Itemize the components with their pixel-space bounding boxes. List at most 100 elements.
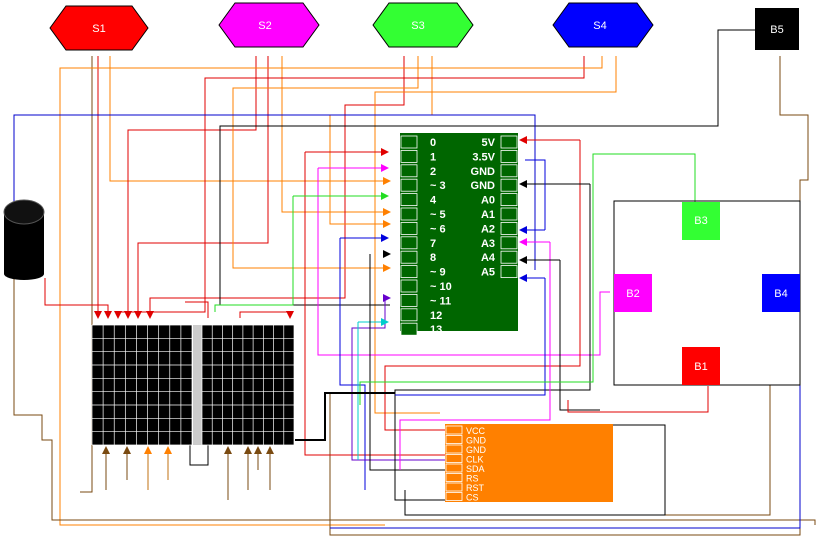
button-b1-label: B1 <box>694 361 707 373</box>
led-matrix-right-body <box>202 325 294 445</box>
button-b2: B2 <box>614 274 652 312</box>
arduino-pin-13-label: 13 <box>430 324 442 336</box>
arduino-pin-0-socket <box>400 135 418 149</box>
arduino-pin-0-label: 0 <box>430 137 436 149</box>
wires <box>13 29 816 536</box>
arduino-pin-7-label: 7 <box>430 238 436 250</box>
button-b2-label: B2 <box>626 288 639 300</box>
arduino-pin-4-socket <box>400 193 418 207</box>
arduino-pin-8-socket <box>400 250 418 264</box>
arduino-rpin-6-label: A2 <box>481 223 495 235</box>
arduino-pin-11-label: ~ 11 <box>430 295 451 307</box>
arduino-pin-2-label: 2 <box>430 166 436 178</box>
arduino-pin-2-socket <box>400 164 418 178</box>
sensor-s3: S3 <box>372 2 474 48</box>
lcd-pin-5-label: RS <box>466 474 479 484</box>
led-matrix-right <box>201 324 295 446</box>
button-b3-box <box>682 202 720 240</box>
arduino-pin-3-label: ~ 3 <box>430 180 446 192</box>
arduino-rpin-3-label: GND <box>471 180 496 192</box>
arduino-body <box>400 133 518 331</box>
led-matrix-left-body <box>92 325 192 445</box>
button-b1: B1 <box>682 347 720 385</box>
sensor-s4-label: S4 <box>593 20 606 32</box>
arduino-rpin-7-label: A3 <box>481 238 495 250</box>
arduino-pin-1-socket <box>400 149 418 163</box>
arduino-pin-11-socket <box>400 293 418 307</box>
lcd-pin-0-label: VCC <box>466 426 486 436</box>
led-matrix-right-grid <box>201 324 295 446</box>
arduino-rpin-2-label: GND <box>471 166 496 178</box>
lcd-pin-3-label: CLK <box>466 455 484 465</box>
arduino-rpin-1-socket <box>500 149 518 163</box>
button-b1-box <box>682 347 720 385</box>
arduino-rpin-8-socket <box>500 250 518 264</box>
lcd-pin-3-socket <box>445 454 463 463</box>
lcd-pin-5-socket <box>445 473 463 482</box>
sensor-s3-label: S3 <box>411 20 424 32</box>
lcd-pin-6-label: RST <box>466 483 485 493</box>
button-box: B3 B2 B4 B1 <box>613 200 801 386</box>
arduino-pin-6-label: ~ 6 <box>430 223 446 235</box>
arduino-rpin-5-socket <box>500 207 518 221</box>
battery-cylinder <box>3 199 45 280</box>
button-b5-box <box>755 8 799 50</box>
lcd-pin-1-socket <box>445 435 463 444</box>
arduino-pin-9-label: ~ 9 <box>430 267 446 279</box>
arduino-rpin-0-label: 5V <box>482 137 496 149</box>
sensor-s1-shape <box>49 5 149 51</box>
button-b3-label: B3 <box>694 215 707 227</box>
matrix-divider <box>193 325 202 445</box>
sensor-s1-label: S1 <box>92 23 105 35</box>
sensor-s4: S4 <box>552 2 654 48</box>
arduino-pin-12-socket <box>400 308 418 322</box>
arduino-rpin-5-label: A1 <box>481 209 495 221</box>
lcd-body <box>445 424 613 502</box>
button-b4-box <box>762 274 800 312</box>
button-b3: B3 <box>682 202 720 240</box>
sensor-s3-shape <box>372 2 474 48</box>
arduino-rpin-6-socket <box>500 221 518 235</box>
sensor-s1: S1 <box>49 5 149 51</box>
arduino-pin-10-socket <box>400 279 418 293</box>
arduino-pin-12-label: 12 <box>430 310 442 322</box>
arduino-rpin-9-label: A5 <box>481 267 495 279</box>
button-b4: B4 <box>762 274 800 312</box>
arduino-pin-9-socket <box>400 265 418 279</box>
arduino-rpin-9-socket <box>500 265 518 279</box>
lcd-pin-7-label: CS <box>466 493 479 503</box>
led-matrix-left <box>91 324 193 446</box>
lcd-pin-4-label: SDA <box>466 464 485 474</box>
button-b2-box <box>614 274 652 312</box>
lcd-pin-1-label: GND <box>466 436 487 446</box>
arduino-rpin-1-label: 3.5V <box>472 151 495 163</box>
arduino-rpin-4-socket <box>500 193 518 207</box>
battery-bottom <box>4 268 44 280</box>
arduino-rpin-2-socket <box>500 164 518 178</box>
arduino-pin-3-socket <box>400 178 418 192</box>
sensor-s2: S2 <box>218 2 320 48</box>
button-b4-label: B4 <box>774 288 787 300</box>
arduino-pin-10-label: ~ 10 <box>430 281 452 293</box>
arduino-pin-5-socket <box>400 207 418 221</box>
arduino-pin-1-label: 1 <box>430 151 436 163</box>
arduino-rpin-4-label: A0 <box>481 195 495 207</box>
sensor-s2-shape <box>218 2 320 48</box>
arduino-pin-7-socket <box>400 236 418 250</box>
led-matrix-left-grid <box>91 324 193 446</box>
arduino-rpin-7-socket <box>500 236 518 250</box>
lcd-pin-2-label: GND <box>466 445 487 455</box>
lcd-pin-2-socket <box>445 444 463 454</box>
arduino-pin-6-socket <box>400 221 418 235</box>
arduino-rpin-3-socket <box>500 178 518 192</box>
lcd-pin-7-socket <box>445 492 463 501</box>
arduino-pin-13-socket <box>400 322 418 336</box>
lcd-pin-4-socket <box>445 463 463 473</box>
lcd-pin-6-socket <box>445 482 463 492</box>
sensor-s4-shape <box>552 2 654 48</box>
